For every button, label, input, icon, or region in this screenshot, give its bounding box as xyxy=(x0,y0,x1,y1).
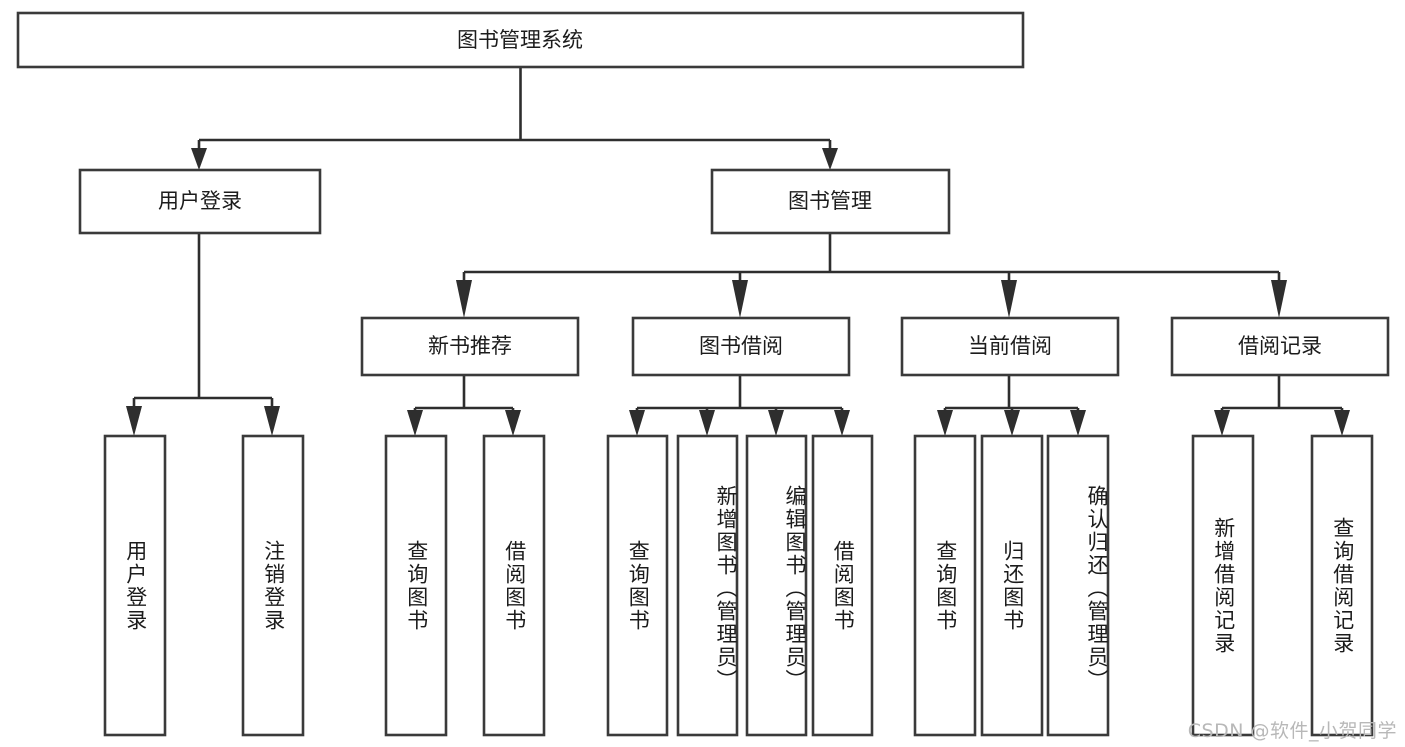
node-new-book-label: 新书推荐 xyxy=(428,334,512,358)
arrow-head-leaf-query-book-1 xyxy=(407,410,423,436)
arrow-head-leaf-query-book-2 xyxy=(629,410,645,436)
arrow-head-leaf-return-book xyxy=(1004,410,1020,436)
node-borrow-record-label: 借阅记录 xyxy=(1238,334,1322,358)
node-root-box[interactable] xyxy=(16,11,1025,69)
leaf-box-borrow-book-1[interactable] xyxy=(482,434,546,737)
node-book-borrow-box[interactable] xyxy=(631,316,851,377)
arrow-head-new-book xyxy=(456,280,472,318)
node-book-mgmt-label: 图书管理 xyxy=(788,189,872,213)
leaf-box-query-record[interactable] xyxy=(1310,434,1374,737)
node-current-borrow-label: 当前借阅 xyxy=(968,334,1052,358)
csdn-watermark: CSDN @软件_小贺同学 xyxy=(1187,720,1397,742)
node-book-mgmt-box[interactable] xyxy=(710,168,951,235)
leaf-box-query-book-3[interactable] xyxy=(913,434,977,737)
arrow-head-leaf-logout xyxy=(264,406,280,436)
arrow-head-leaf-query-book-3 xyxy=(937,410,953,436)
leaf-box-add-book[interactable] xyxy=(676,434,739,737)
node-user-login-label: 用户登录 xyxy=(158,189,242,213)
arrow-head-book-borrow xyxy=(732,280,748,318)
node-user-login-box[interactable] xyxy=(78,168,322,235)
arrow-head-book-mgmt xyxy=(822,148,838,170)
arrow-head-user-login xyxy=(191,148,207,170)
arrow-head-leaf-query-record xyxy=(1334,410,1350,436)
leaf-box-confirm-return[interactable] xyxy=(1046,434,1110,737)
arrow-head-borrow-record xyxy=(1271,280,1287,318)
node-layer: 图书管理系统 用户登录 图书管理 新书推荐 图书借阅 当前借阅 借阅记录 xyxy=(16,11,1390,737)
node-new-book-box[interactable] xyxy=(360,316,580,377)
node-borrow-record-box[interactable] xyxy=(1170,316,1390,377)
leaf-box-query-book-2[interactable] xyxy=(606,434,669,737)
arrow-head-leaf-edit-book xyxy=(768,410,784,436)
leaf-box-add-record[interactable] xyxy=(1191,434,1255,737)
arrow-head-leaf-borrow-book-1 xyxy=(505,410,521,436)
leaf-box-borrow-book-2[interactable] xyxy=(811,434,874,737)
arrow-head-leaf-add-book xyxy=(699,410,715,436)
node-current-borrow-box[interactable] xyxy=(900,316,1120,377)
arrow-head-leaf-confirm-return xyxy=(1070,410,1086,436)
leaf-box-return-book[interactable] xyxy=(980,434,1044,737)
arrow-head-leaf-borrow-book-2 xyxy=(834,410,850,436)
leaf-box-query-book-1[interactable] xyxy=(384,434,448,737)
leaf-box-logout[interactable] xyxy=(241,434,305,737)
node-root-label: 图书管理系统 xyxy=(457,28,583,52)
arrow-head-current-borrow xyxy=(1001,280,1017,318)
arrow-head-leaf-add-record xyxy=(1214,410,1230,436)
connector-layer xyxy=(126,67,1350,436)
leaf-box-edit-book[interactable] xyxy=(745,434,808,737)
node-book-borrow-label: 图书借阅 xyxy=(699,334,783,358)
leaf-box-user-login[interactable] xyxy=(103,434,167,737)
arrow-head-leaf-user-login xyxy=(126,406,142,436)
